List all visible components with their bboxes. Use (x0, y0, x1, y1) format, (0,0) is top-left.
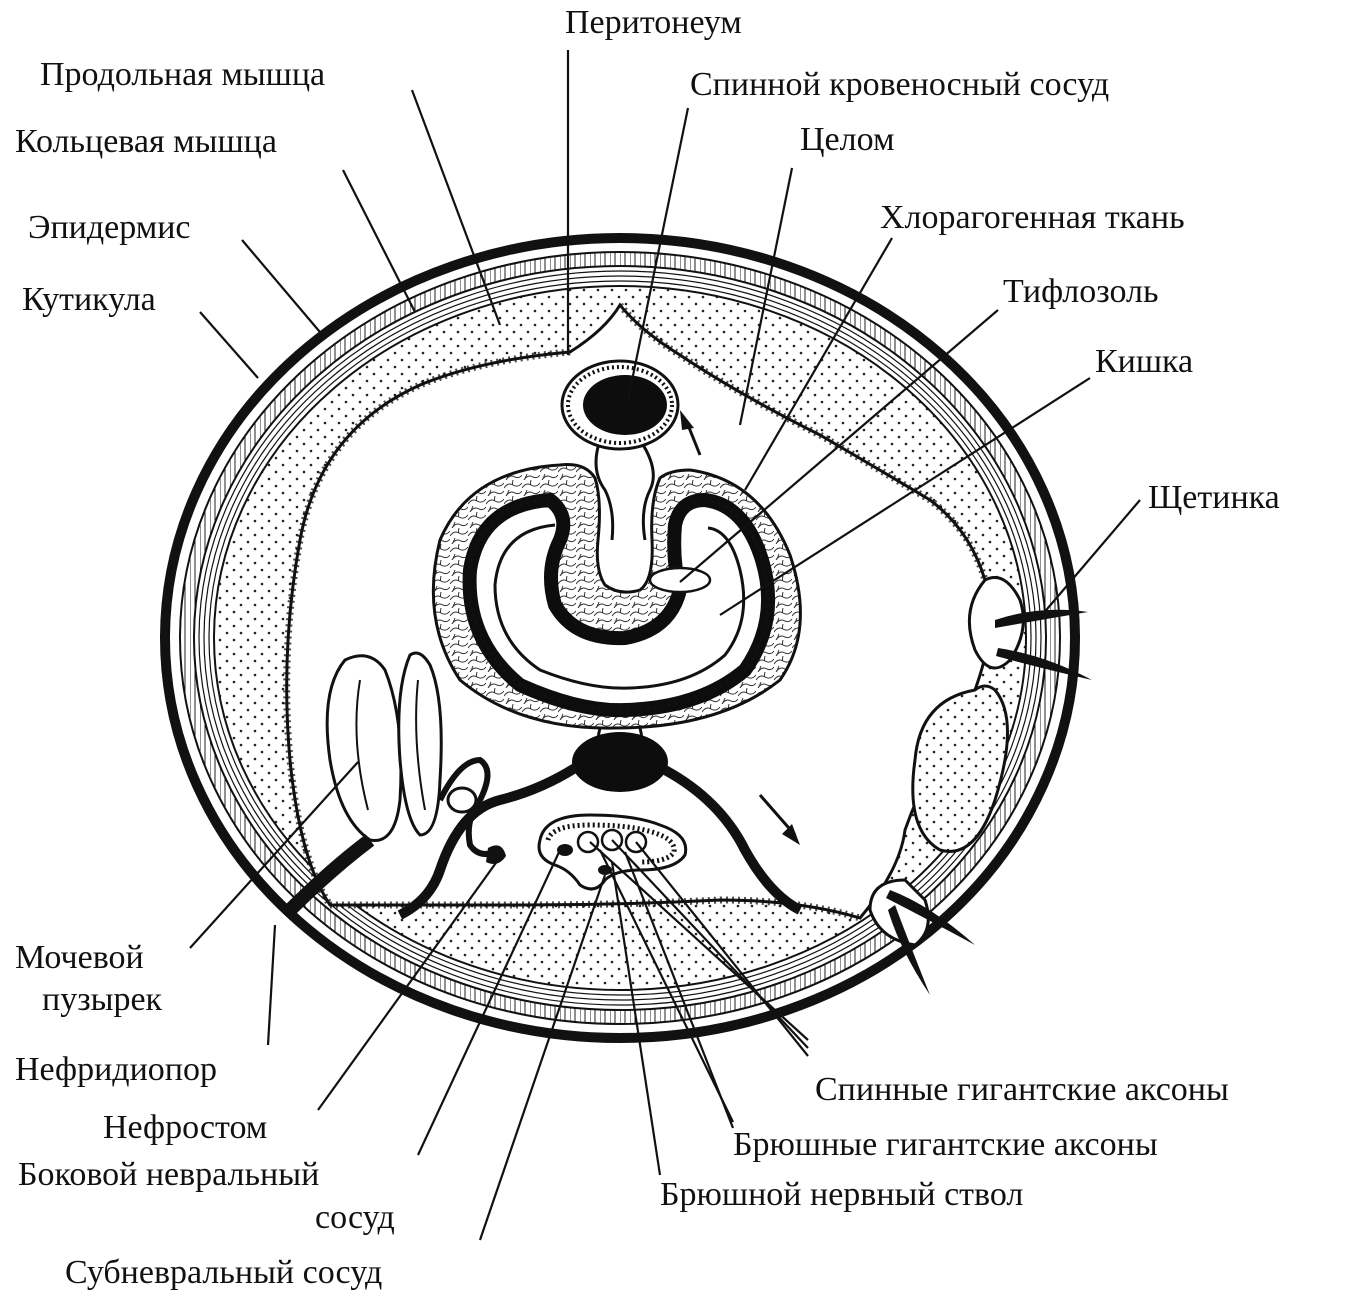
label-intestine: Кишка (1095, 343, 1193, 380)
ventral-vessel (572, 732, 668, 792)
giant-axon-1 (578, 832, 598, 852)
label-typhlosole: Тифлозоль (1003, 273, 1159, 310)
label-ventral-giant-axons: Брюшные гигантские аксоны (733, 1126, 1158, 1163)
label-lateral-neural-line1: Боковой невральный (18, 1156, 319, 1193)
label-dorsal-giant-axons: Спинные гигантские аксоны (815, 1071, 1229, 1108)
label-ventral-nerve-cord: Брюшной нервный ствол (660, 1176, 1023, 1213)
label-epidermis: Эпидермис (28, 209, 191, 246)
label-peritoneum: Перитонеум (565, 4, 742, 41)
label-bladder-line1: Мочевой (15, 939, 144, 976)
typhlosole (650, 568, 710, 592)
label-coelom: Целом (800, 121, 894, 158)
label-circular-muscle: Кольцевая мышца (15, 123, 277, 160)
label-seta: Щетинка (1148, 479, 1280, 516)
label-nephridiopore: Нефридиопор (15, 1051, 217, 1088)
label-dorsal-vessel: Спинной кровеносный сосуд (690, 66, 1109, 103)
label-subneural-vessel: Субневральный сосуд (65, 1254, 382, 1290)
label-longitudinal-muscle: Продольная мышца (40, 56, 325, 93)
label-lateral-neural-line2: сосуд (315, 1199, 395, 1236)
label-nephrostome: Нефростом (103, 1109, 267, 1146)
label-chloragogen: Хлорагогенная ткань (880, 199, 1185, 236)
label-cuticle: Кутикула (22, 281, 156, 318)
label-bladder-line2: пузырек (42, 981, 163, 1018)
